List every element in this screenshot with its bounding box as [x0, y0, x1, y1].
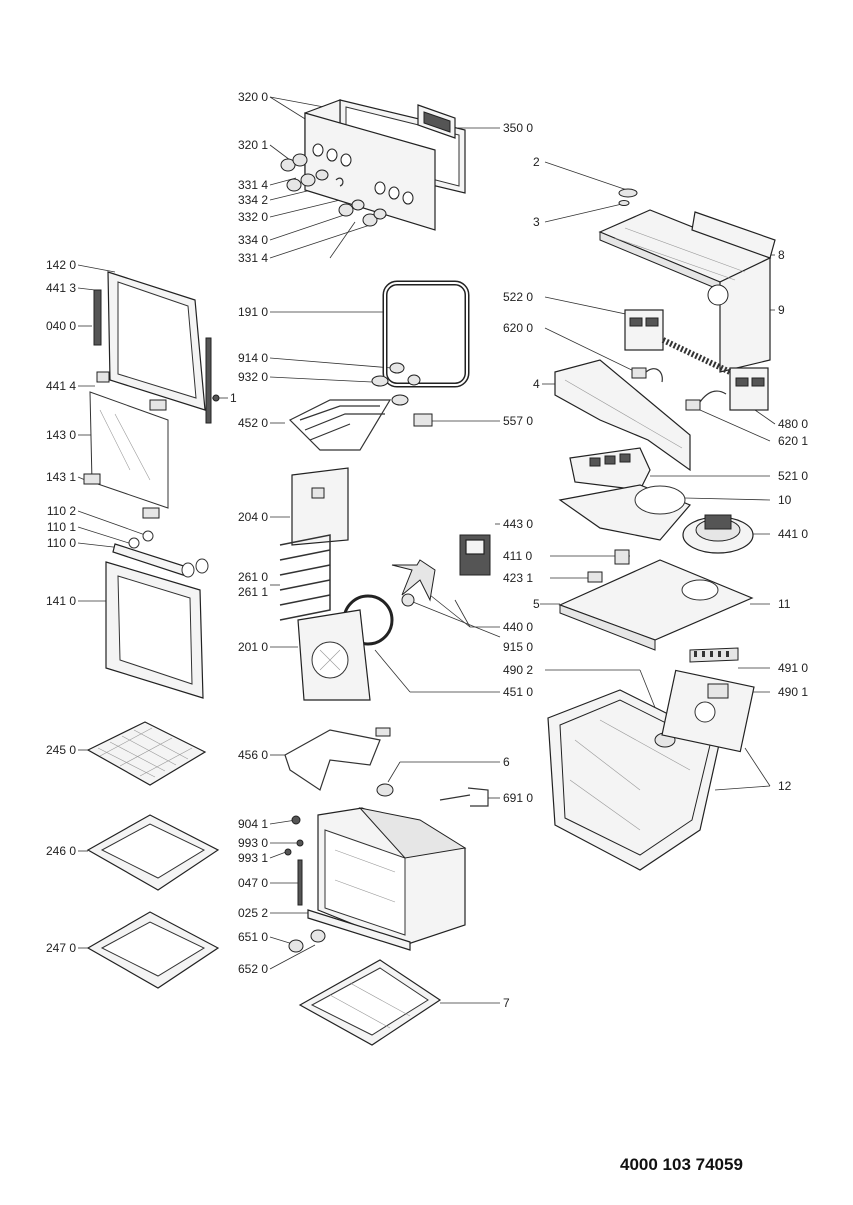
label-7: 7 [503, 996, 510, 1010]
rear-panel-and-fan [279, 467, 491, 701]
display-module [417, 104, 456, 139]
label-652-0: 652 0 [238, 962, 268, 976]
label-451-0: 451 0 [503, 685, 533, 699]
label-411-0: 411 0 [503, 549, 532, 563]
label-521-0: 521 0 [778, 469, 808, 483]
label-1: 1 [230, 391, 237, 405]
label-332-0: 332 0 [238, 210, 268, 224]
door-assembly [83, 271, 220, 699]
label-691-0: 691 0 [503, 791, 533, 805]
label-12: 12 [778, 779, 792, 793]
label-350-0: 350 0 [503, 121, 533, 135]
label-557-0: 557 0 [503, 414, 533, 428]
top-cover [598, 188, 776, 373]
label-441-0: 441 0 [778, 527, 808, 541]
label-040-0: 040 0 [46, 319, 76, 333]
label-246-0: 246 0 [46, 844, 76, 858]
label-456-0: 456 0 [238, 748, 268, 762]
oven-casing [547, 647, 755, 871]
label-334-2: 334 2 [238, 193, 268, 207]
label-143-1: 143 1 [46, 470, 76, 484]
label-191-0: 191 0 [238, 305, 268, 319]
label-3: 3 [533, 215, 540, 229]
label-5: 5 [533, 597, 540, 611]
part-labels: 320 0 350 0 320 1 331 4 334 2 332 0 334 … [46, 90, 808, 1010]
label-025-2: 025 2 [238, 906, 268, 920]
oven-racks-and-trays [86, 721, 489, 989]
label-480-0: 480 0 [778, 417, 808, 431]
cooling-fan [682, 514, 754, 554]
label-491-0: 491 0 [778, 661, 808, 675]
label-993-1: 993 1 [238, 851, 268, 865]
label-245-0: 245 0 [46, 743, 76, 757]
label-651-0: 651 0 [238, 930, 268, 944]
label-6: 6 [503, 755, 510, 769]
side-bracket [554, 359, 691, 472]
label-201-0: 201 0 [238, 640, 268, 654]
label-331-4-b: 331 4 [238, 251, 268, 265]
label-440-0: 440 0 [503, 620, 533, 634]
label-441-4: 441 4 [46, 379, 76, 393]
cooling-duct [558, 484, 692, 541]
label-11: 11 [778, 597, 791, 611]
label-620-0: 620 0 [503, 321, 533, 335]
label-8: 8 [778, 248, 785, 262]
bottom-plate [298, 959, 442, 1046]
label-10: 10 [778, 493, 792, 507]
oven-cavity [284, 807, 467, 953]
label-047-0: 047 0 [238, 876, 268, 890]
label-320-1: 320 1 [238, 138, 268, 152]
label-247-0: 247 0 [46, 941, 76, 955]
label-452-0: 452 0 [238, 416, 268, 430]
duct-panel [558, 559, 754, 651]
label-490-1: 490 1 [778, 685, 808, 699]
label-9: 9 [778, 303, 785, 317]
label-261-1: 261 1 [238, 585, 268, 599]
label-2: 2 [533, 155, 540, 169]
label-914-0: 914 0 [238, 351, 268, 365]
control-knobs [280, 153, 387, 227]
label-143-0: 143 0 [46, 428, 76, 442]
pcb-module [569, 447, 651, 491]
label-142-0: 142 0 [46, 258, 76, 272]
label-441-3: 441 3 [46, 281, 76, 295]
label-620-1: 620 1 [778, 434, 808, 448]
label-932-0: 932 0 [238, 370, 268, 384]
label-204-0: 204 0 [238, 510, 268, 524]
relay-parts [587, 549, 630, 583]
document-number: 4000 103 74059 [620, 1155, 743, 1174]
label-904-1: 904 1 [238, 817, 268, 831]
label-320-0: 320 0 [238, 90, 268, 104]
label-261-0: 261 0 [238, 570, 268, 584]
label-993-0: 993 0 [238, 836, 268, 850]
label-915-0: 915 0 [503, 640, 533, 654]
terminal-blocks [624, 309, 769, 411]
label-4: 4 [533, 377, 540, 391]
label-443-0: 443 0 [503, 517, 533, 531]
label-110-1: 110 1 [47, 520, 76, 534]
label-141-0: 141 0 [46, 594, 76, 608]
label-490-2: 490 2 [503, 663, 533, 677]
label-331-4-a: 331 4 [238, 178, 268, 192]
label-110-0: 110 0 [47, 536, 76, 550]
label-522-0: 522 0 [503, 290, 533, 304]
label-334-0: 334 0 [238, 233, 268, 247]
seal-and-grill [288, 280, 470, 451]
label-110-2: 110 2 [47, 504, 76, 518]
label-423-1: 423 1 [503, 571, 533, 585]
